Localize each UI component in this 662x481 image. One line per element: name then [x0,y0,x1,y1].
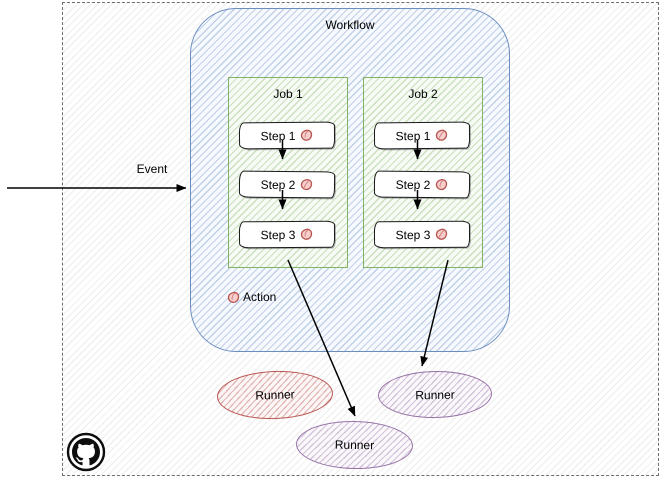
action-icon [227,291,240,303]
github-mark-icon [66,432,106,472]
job-1-label: Job 1 [273,87,303,101]
action-icon [301,228,313,240]
runner-label: Runner [334,437,375,453]
runner-label: Runner [255,387,295,403]
job-1-container: Job 1 Step 1 Step 2 Step 3 [228,77,348,268]
job-2-label: Job 2 [408,87,438,101]
step-label: Step 3 [395,227,431,242]
job-2-step-2: Step 2 [373,170,471,199]
event-label: Event [136,162,168,176]
action-icon [436,129,448,141]
job-2-step-3: Step 3 [373,220,471,249]
step-label: Step 1 [395,128,431,143]
job-2-container: Job 2 Step 1 Step 2 Step 3 [363,77,483,268]
step-label: Step 3 [260,227,296,242]
action-legend: Action [227,290,276,304]
job-1-step-1: Step 1 [238,121,336,150]
action-icon [301,129,313,141]
job-1-step-2: Step 2 [238,170,336,199]
step-label: Step 2 [395,177,431,192]
step-label: Step 2 [260,177,296,192]
action-icon [436,178,448,191]
workflow-container: Workflow Job 1 Step 1 Step 2 Step 3 Job … [190,8,510,352]
action-icon [436,228,448,240]
step-label: Step 1 [260,128,296,143]
job-2-step-1: Step 1 [373,121,471,150]
action-icon [301,178,313,191]
action-legend-label: Action [243,290,277,304]
job-1-step-3: Step 3 [238,220,336,249]
runner-label: Runner [415,387,455,402]
workflow-label: Workflow [325,18,375,32]
